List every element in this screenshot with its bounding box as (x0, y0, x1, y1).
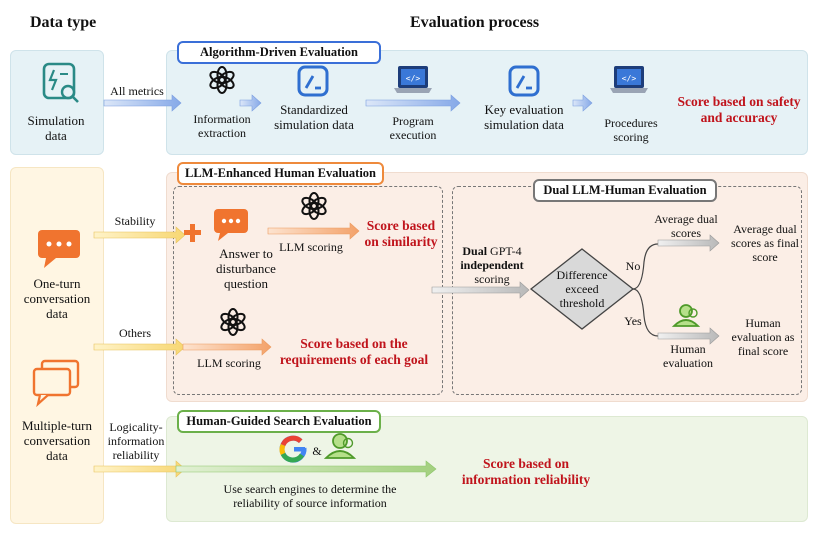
result-similarity: Score based on similarity (364, 218, 438, 249)
no-label: No (625, 259, 641, 273)
stability-label: Stability (114, 214, 156, 228)
result-goal-requirements: Score based on the requirements of each … (279, 336, 429, 367)
diamond-label: Difference exceed threshold (556, 268, 608, 310)
average-final-score-label: Average dual scores as final score (731, 222, 799, 264)
search-tag: Human-Guided Search Evaluation (177, 410, 381, 433)
average-dual-scores-label: Average dual scores (654, 212, 718, 240)
result-information-reliability: Score based on information reliability (461, 456, 591, 487)
step-procedures-scoring: Procedures scoring (604, 116, 658, 144)
human-icon (671, 304, 701, 327)
step-standardized-simulation-data: Standardized simulation data (274, 102, 354, 132)
dual-rest: GPT-4 (487, 244, 522, 258)
openai-logo-icon (301, 192, 327, 220)
scoring-word: scoring (474, 272, 510, 286)
openai-logo-icon (220, 308, 246, 336)
plus-icon (184, 224, 201, 242)
human-icon (323, 433, 357, 459)
conversation-data-panel (10, 167, 104, 524)
algorithm-panel (166, 50, 808, 155)
yes-label: Yes (624, 314, 642, 328)
llm-scoring-label-1: LLM scoring (279, 240, 343, 254)
human-evaluation-label: Human evaluation (663, 342, 713, 370)
human-final-score-label: Human evaluation as final score (731, 316, 795, 358)
one-turn-chat-icon (38, 230, 80, 268)
answer-chat-icon (214, 209, 248, 241)
step-information-extraction: Information extraction (193, 112, 251, 140)
threshold-diamond (529, 248, 635, 330)
llm-scoring-label-2: LLM scoring (197, 356, 261, 370)
simulation-data-icon (42, 62, 79, 103)
svg-text:</>: </> (406, 74, 421, 83)
algorithm-tag: Algorithm-Driven Evaluation (177, 41, 381, 64)
chart-document-icon (508, 65, 540, 97)
simulation-data-label: Simulation data (27, 113, 85, 143)
amp-label: & (312, 444, 322, 458)
result-safety-accuracy: Score based on safety and accuracy (677, 94, 801, 125)
dual-tag: Dual LLM-Human Evaluation (533, 179, 717, 202)
simulation-data-panel (10, 50, 104, 155)
google-logo-icon (279, 435, 307, 463)
laptop-code-icon: </> (394, 66, 432, 93)
answer-disturbance-label: Answer to disturbance question (216, 246, 276, 291)
data-type-header: Data type (30, 14, 97, 31)
one-turn-data-label: One-turn conversation data (23, 276, 91, 321)
others-label: Others (119, 326, 151, 340)
svg-text:</>: </> (622, 74, 637, 83)
dual-bold: Dual (462, 244, 488, 258)
all-metrics-label: All metrics (110, 84, 164, 98)
search-description: Use search engines to determine the reli… (223, 482, 397, 510)
openai-logo-icon (209, 66, 235, 94)
dual-gpt4-scoring-label: Dual GPT-4 independent scoring (452, 244, 532, 286)
multi-turn-chat-icon (32, 359, 80, 408)
llm-human-tag: LLM-Enhanced Human Evaluation (177, 162, 384, 185)
multi-turn-data-label: Multiple-turn conversation data (21, 418, 93, 463)
evaluation-process-header: Evaluation process (410, 14, 540, 31)
chart-document-icon (297, 65, 329, 97)
step-key-evaluation-simulation-data: Key evaluation simulation data (484, 102, 564, 132)
independent-bold: independent (460, 258, 524, 272)
step-program-execution: Program execution (389, 114, 437, 142)
laptop-code-icon: </> (610, 66, 648, 93)
logicality-label: Logicality-information reliability (107, 420, 165, 462)
